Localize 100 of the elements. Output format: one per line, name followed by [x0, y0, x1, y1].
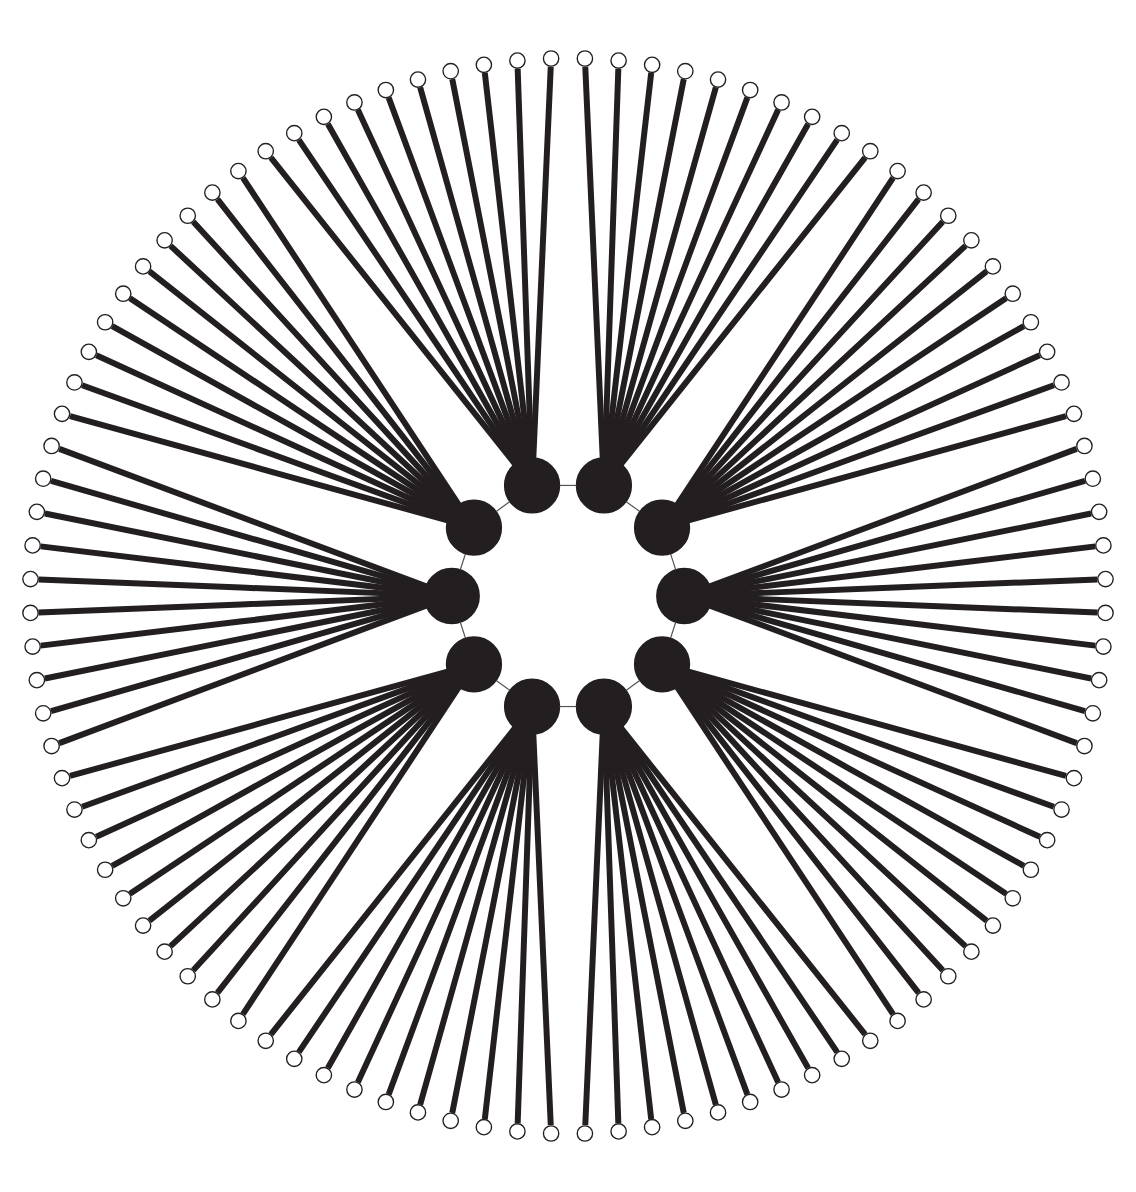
node-circle [442, 1112, 460, 1130]
node-circle [1053, 374, 1070, 391]
node-circle [285, 124, 303, 142]
connector [58, 602, 428, 746]
connector [215, 197, 460, 508]
node-circle [66, 374, 83, 391]
node-circle [861, 142, 879, 160]
node-circle [475, 56, 493, 74]
connector [612, 730, 781, 1084]
connector [355, 730, 524, 1084]
connector [681, 269, 989, 513]
connector [676, 197, 921, 508]
connector [325, 122, 522, 463]
connector [615, 122, 811, 463]
connector [687, 413, 1067, 524]
connector [50, 478, 426, 592]
node-circle [156, 232, 173, 249]
node-circle [346, 94, 363, 111]
connector [618, 155, 868, 466]
connector [710, 478, 1086, 592]
connector [684, 323, 1026, 517]
node-circle [24, 537, 41, 554]
node-circle [1097, 570, 1114, 588]
connector [191, 682, 458, 973]
connector [147, 679, 455, 923]
node-circle [1090, 503, 1108, 521]
connector [385, 96, 526, 461]
connector [687, 668, 1067, 779]
connector [69, 413, 449, 524]
connector [110, 675, 452, 869]
node-circle [963, 943, 980, 960]
connector [680, 243, 968, 511]
node-circle [66, 801, 83, 818]
node-circle [741, 81, 759, 99]
node-circle [230, 162, 247, 180]
node-circle [643, 56, 661, 74]
connector [268, 155, 518, 466]
node-circle [503, 678, 561, 735]
node-circle [53, 405, 71, 423]
node-circle [34, 704, 52, 722]
node-circle [179, 207, 197, 225]
node-circle [503, 457, 561, 514]
connector [615, 729, 811, 1070]
node-circle [80, 343, 98, 361]
node-circle [833, 1050, 851, 1068]
node-circle [257, 142, 275, 160]
node-circle [656, 567, 713, 625]
node-circle [134, 917, 152, 934]
node-circle [1084, 470, 1102, 488]
connector [617, 138, 840, 464]
connector [669, 621, 677, 639]
node-circle [24, 638, 41, 655]
node-circle [803, 1066, 821, 1084]
node-circle [939, 967, 957, 985]
node-circle [80, 831, 98, 849]
node-circle [575, 678, 633, 735]
connector [325, 729, 522, 1070]
node-circle [377, 81, 395, 99]
connector [459, 621, 467, 639]
node-circle [409, 1104, 427, 1121]
connector [44, 598, 426, 682]
connector [708, 602, 1078, 746]
node-circle [773, 94, 790, 111]
node-circle [285, 1050, 303, 1068]
connector [625, 679, 641, 691]
node-circle [257, 1032, 275, 1050]
node-circle [114, 285, 132, 303]
node-circle [1065, 769, 1083, 787]
node-circle [633, 499, 691, 556]
node-circle [833, 124, 851, 142]
connector [625, 501, 641, 512]
node-circle [803, 108, 821, 126]
connector [708, 446, 1078, 590]
connector [678, 682, 945, 973]
connector [674, 685, 896, 1016]
node-circle [28, 503, 46, 521]
connector [495, 680, 511, 691]
connector [449, 78, 530, 459]
node-circle [576, 1125, 594, 1142]
node-circle [984, 917, 1002, 934]
node-circle [915, 991, 932, 1008]
connector [355, 108, 524, 462]
connector [240, 685, 462, 1016]
connector [676, 684, 921, 995]
connector [44, 510, 426, 594]
node-circle [346, 1081, 363, 1098]
connector [240, 176, 462, 507]
node-circle [709, 1104, 727, 1121]
node-circle [542, 1125, 560, 1142]
node-circle [114, 889, 132, 907]
node-circle [643, 1118, 661, 1136]
node-circle [709, 71, 727, 88]
connector [168, 243, 456, 511]
node-circle [1084, 704, 1102, 722]
node-circle [43, 737, 60, 755]
connector [582, 733, 606, 1126]
connector [95, 673, 450, 840]
connector [385, 731, 526, 1096]
connector [128, 295, 453, 515]
connector [686, 673, 1041, 840]
